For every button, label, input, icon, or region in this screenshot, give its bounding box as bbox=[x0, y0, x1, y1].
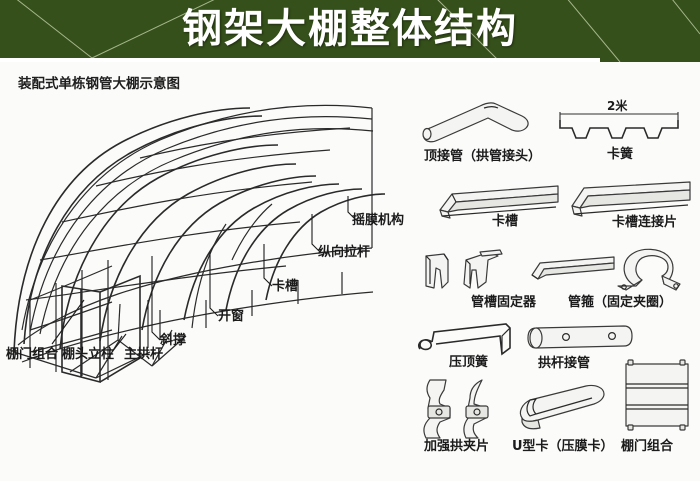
part-label-dingjieguan: 顶接管（拱管接头） bbox=[424, 149, 542, 164]
banner-step-notch bbox=[0, 58, 600, 62]
page-title: 钢架大棚整体结构 bbox=[182, 6, 518, 52]
header-banner: 钢架大棚整体结构 bbox=[0, 0, 700, 62]
part-label-kacao: 卡槽 bbox=[492, 214, 519, 229]
part-label-pengmen-zuhe: 棚门组合 bbox=[621, 439, 674, 454]
part-label-yadingghuang: 压顶簧 bbox=[449, 355, 489, 370]
banner-decor-lines bbox=[16, 0, 700, 62]
part-label-guangu: 管箍（固定夹圈） bbox=[568, 295, 673, 310]
part-label-kacao-lianjiepian: 卡槽连接片 bbox=[612, 215, 678, 230]
u-clamp-icon bbox=[612, 246, 690, 294]
pipe-clip-icon bbox=[418, 248, 528, 294]
diagram-leader-lines bbox=[0, 0, 420, 400]
channel-rail-icon bbox=[432, 180, 562, 222]
label-zongxiang-lagan: 纵向拉杆 bbox=[318, 245, 371, 260]
label-yaomo-jigou: 摇膜机构 bbox=[352, 213, 405, 228]
dimension-label-2m: 2米 bbox=[607, 99, 628, 113]
sleeve-pipe-icon bbox=[524, 322, 634, 358]
label-pengmen-zuhe: 棚门组合 bbox=[6, 347, 59, 362]
bent-pipe-icon bbox=[418, 96, 538, 148]
label-kacao: 卡槽 bbox=[272, 279, 299, 294]
part-label-jiaqiang-gongjiapian: 加强拱夹片 bbox=[424, 439, 490, 454]
label-zhugonggan: 主拱杆 bbox=[124, 347, 164, 362]
top-spring-icon bbox=[414, 318, 524, 362]
part-label-guancao-gudingqi: 管槽固定器 bbox=[471, 295, 537, 310]
part-label-gonggan-jieguan: 拱杆接管 bbox=[538, 356, 591, 371]
channel-splice-icon bbox=[562, 180, 692, 222]
arch-clip-icon bbox=[416, 378, 512, 440]
part-label-uxingka: U型卡（压膜卡） bbox=[512, 439, 614, 454]
part-label-kahuang: 卡簧 bbox=[607, 147, 634, 162]
label-kaichuang: 开窗 bbox=[218, 309, 245, 324]
door-panel-icon bbox=[618, 358, 696, 434]
label-pengtou-lizhu: 棚头立柱 bbox=[62, 347, 115, 362]
label-xiecheng: 斜撑 bbox=[160, 333, 187, 348]
diagram-caption: 装配式单栋钢管大棚示意图 bbox=[18, 76, 180, 92]
flat-bar-icon bbox=[528, 255, 618, 289]
wave-spring-icon bbox=[556, 98, 682, 148]
u-channel-icon bbox=[512, 384, 612, 434]
